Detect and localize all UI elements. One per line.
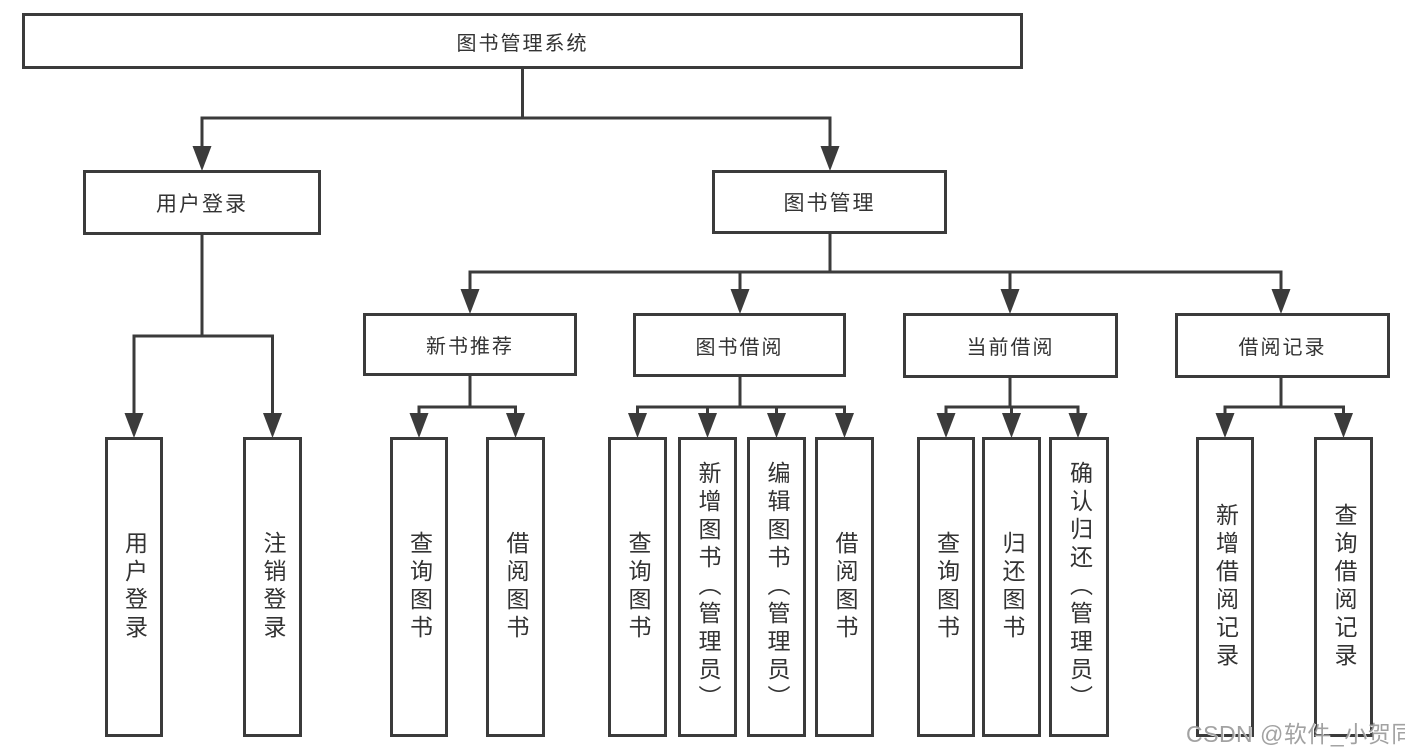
node-label: 新书推荐 [426,336,514,358]
node-label: 查询图书 [625,531,651,643]
connector-root-to-level2 [192,68,840,171]
node-user-login: 用户登录 [83,170,321,235]
leaf-query-books-recommend: 查询图书 [390,437,448,737]
leaf-confirm-return-admin: 确认归还（管理员） [1049,437,1109,737]
connector-borrow-records-to-leaves [1215,378,1353,438]
leaf-edit-books-admin: 编辑图书（管理员） [747,437,806,737]
watermark-csdn: CSDN @软件_小贺同学 [1186,721,1405,747]
node-label: 借阅图书 [832,531,858,643]
leaf-add-books-admin: 新增图书（管理员） [678,437,737,737]
node-label: 查询借阅记录 [1331,503,1357,671]
connector-new-book-recommend-to-leaves [409,376,525,438]
connector-book-borrow-to-leaves [628,377,854,438]
node-label: 图书借阅 [695,336,784,359]
node-book-management: 图书管理 [712,170,947,234]
leaf-query-borrow-record: 查询借阅记录 [1314,437,1373,737]
node-label: 归还图书 [999,531,1025,643]
node-current-borrow: 当前借阅 [903,313,1118,378]
leaf-logout: 注销登录 [243,437,302,737]
node-label: 编辑图书（管理员） [764,461,790,713]
node-new-book-recommend: 新书推荐 [363,313,577,376]
node-label: 注销登录 [260,531,286,643]
node-label: 查询图书 [933,531,960,643]
connector-user-login-to-leaves [124,235,282,438]
node-book-borrow: 图书借阅 [633,313,846,377]
connector-current-borrow-to-leaves [936,378,1088,438]
node-label: 借阅图书 [503,531,529,643]
leaf-add-borrow-record: 新增借阅记录 [1196,437,1254,737]
node-label: 借阅记录 [1238,337,1327,359]
node-label: 新增借阅记录 [1212,503,1239,671]
leaf-query-books-borrow: 查询图书 [608,437,667,737]
node-label: 查询图书 [406,531,433,643]
leaf-query-books-current: 查询图书 [917,437,975,737]
connector-book-management-to-level3 [460,234,1291,314]
node-book-management-system: 图书管理系统 [22,13,1023,69]
node-label: 图书管理系统 [456,32,589,55]
node-label: 图书管理 [783,192,876,215]
leaf-borrow-books: 借阅图书 [815,437,874,737]
node-label: 用户登录 [156,192,248,216]
leaf-return-books: 归还图书 [982,437,1041,737]
node-label: 新增图书（管理员） [695,461,721,713]
node-borrow-records: 借阅记录 [1175,313,1390,378]
leaf-user-login: 用户登录 [105,437,163,737]
node-label: 当前借阅 [966,337,1055,359]
leaf-borrow-books-recommend: 借阅图书 [486,437,545,737]
node-label: 用户登录 [121,531,148,643]
node-label: 确认归还（管理员） [1066,461,1093,713]
